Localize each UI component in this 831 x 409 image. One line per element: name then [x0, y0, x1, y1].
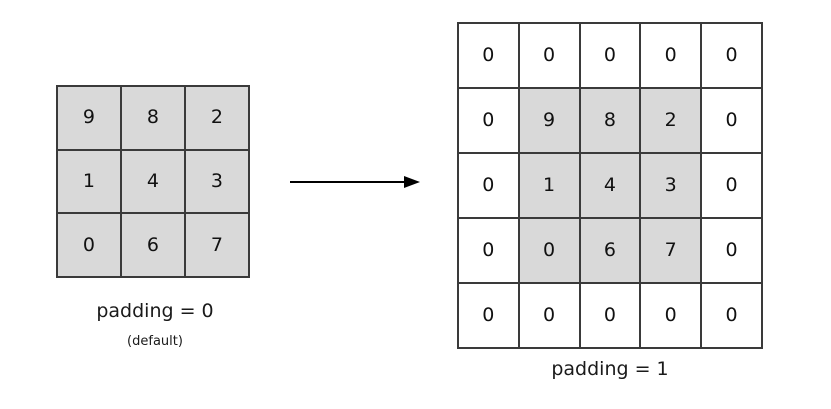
matrix-cell: 0 [459, 284, 518, 347]
matrix-cell: 0 [702, 284, 761, 347]
matrix-cell: 9 [519, 89, 579, 152]
matrix-cell: 1 [58, 150, 120, 213]
matrix-cell: 9 [58, 87, 120, 149]
matrix-cell: 4 [122, 150, 184, 213]
matrix-cell: 6 [580, 219, 640, 282]
matrix-cell: 0 [459, 154, 518, 217]
matrix-cell: 0 [519, 219, 579, 282]
matrix-cell: 0 [519, 284, 579, 347]
matrix-cell: 7 [641, 219, 701, 282]
matrix-cell: 0 [58, 214, 120, 276]
matrix-cell: 0 [702, 89, 761, 152]
matrix-cell: 0 [641, 24, 701, 87]
matrix-cell: 2 [186, 87, 248, 149]
matrix-cell: 0 [641, 284, 701, 347]
matrix-cell: 8 [580, 89, 640, 152]
matrix-cell: 0 [702, 24, 761, 87]
matrix-cell: 0 [580, 284, 640, 347]
matrix-cell: 2 [641, 89, 701, 152]
transform-arrow [288, 168, 422, 196]
input-matrix-caption: padding = 0 [96, 300, 214, 322]
matrix-cell: 4 [580, 154, 640, 217]
matrix-cell: 0 [702, 219, 761, 282]
input-matrix-sub-caption: (default) [127, 334, 183, 349]
matrix-cell: 0 [459, 89, 518, 152]
padded-matrix-caption: padding = 1 [551, 358, 669, 380]
matrix-cell: 0 [519, 24, 579, 87]
matrix-cell: 1 [519, 154, 579, 217]
arrow-right-icon [290, 176, 420, 188]
matrix-cell: 3 [641, 154, 701, 217]
matrix-cell: 8 [122, 87, 184, 149]
matrix-cell: 6 [122, 214, 184, 276]
matrix-cell: 3 [186, 150, 248, 213]
matrix-cell: 0 [702, 154, 761, 217]
matrix-cell: 0 [580, 24, 640, 87]
matrix-cell: 0 [459, 219, 518, 282]
matrix-cell: 0 [459, 24, 518, 87]
matrix-cell: 7 [186, 214, 248, 276]
